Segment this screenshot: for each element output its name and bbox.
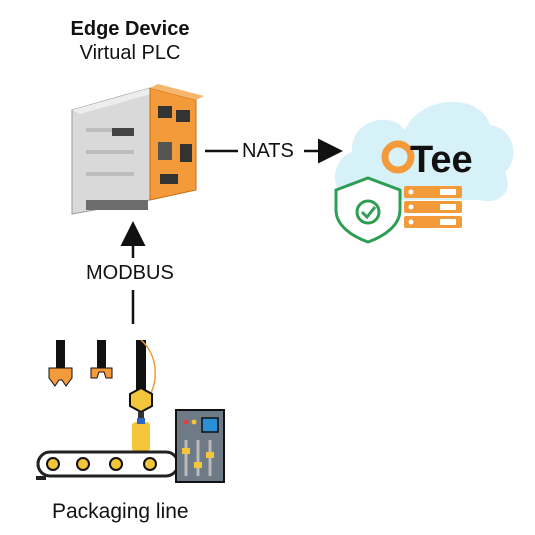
nats-label: NATS bbox=[242, 140, 294, 163]
edge-device-subtitle: Virtual PLC bbox=[79, 42, 181, 64]
control-panel-icon bbox=[175, 409, 225, 483]
modbus-label: MODBUS bbox=[82, 260, 178, 287]
server-stack-icon bbox=[404, 186, 462, 228]
conveyor-belt-icon bbox=[36, 450, 180, 480]
plc-device-icon bbox=[71, 84, 204, 215]
shield-check-icon bbox=[334, 176, 402, 244]
tee-logo-text: Tee bbox=[410, 139, 473, 181]
tee-logo-icon: Tee bbox=[381, 139, 473, 181]
packaging-line-label: Packaging line bbox=[52, 500, 189, 524]
edge-device-title: Edge Device bbox=[70, 18, 190, 40]
robot-gripper-icon bbox=[48, 339, 156, 452]
cloud-icon bbox=[335, 101, 514, 202]
